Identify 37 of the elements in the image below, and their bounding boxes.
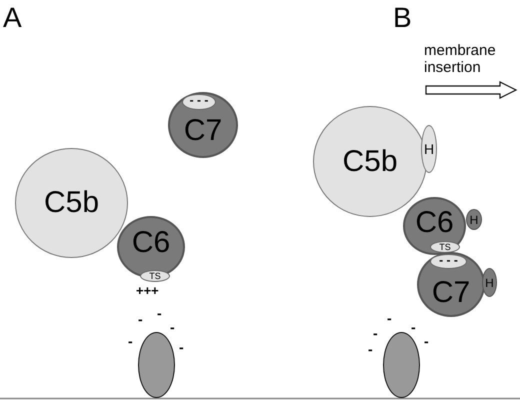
panel-letter: B	[393, 4, 412, 32]
arrow-caption: membrane insertion	[424, 42, 497, 76]
domain-label: TS	[439, 242, 451, 252]
panel-letter: A	[3, 4, 22, 32]
protein-name: C5b	[342, 146, 398, 176]
domain-label: TS	[149, 272, 161, 280]
h-domain	[421, 125, 437, 173]
charge-sign: -	[179, 340, 184, 354]
charge-sign: -	[373, 326, 378, 340]
membrane-protein-oval	[383, 332, 420, 398]
charge-sign: -	[138, 312, 143, 326]
protein-name: C7	[184, 116, 222, 146]
charge-signs: +++	[136, 284, 159, 297]
charge-sign: -	[368, 342, 373, 356]
h-domain	[482, 268, 497, 297]
membrane-protein-oval	[138, 332, 175, 398]
domain-label: H	[470, 214, 478, 226]
domain-label: H	[485, 276, 494, 288]
ts-domain	[430, 241, 460, 253]
protein-name: C6	[132, 228, 170, 258]
charge-sign: -	[424, 334, 429, 348]
charge-sign: -	[157, 306, 162, 320]
charge-sign: -	[170, 320, 175, 334]
charge-patch	[430, 254, 467, 269]
protein-circle	[403, 197, 466, 255]
charge-sign: -	[411, 320, 416, 334]
h-domain	[466, 209, 482, 230]
charge-signs: - - -	[190, 94, 208, 106]
charge-sign: -	[128, 334, 133, 348]
charge-signs: - - -	[439, 254, 458, 266]
protein-name: C6	[415, 208, 454, 238]
ts-domain	[140, 270, 170, 282]
protein-name: C5b	[44, 188, 100, 218]
charge-sign: -	[387, 311, 392, 325]
protein-name: C7	[432, 278, 470, 308]
charge-patch	[182, 94, 216, 110]
domain-label: H	[424, 142, 434, 156]
